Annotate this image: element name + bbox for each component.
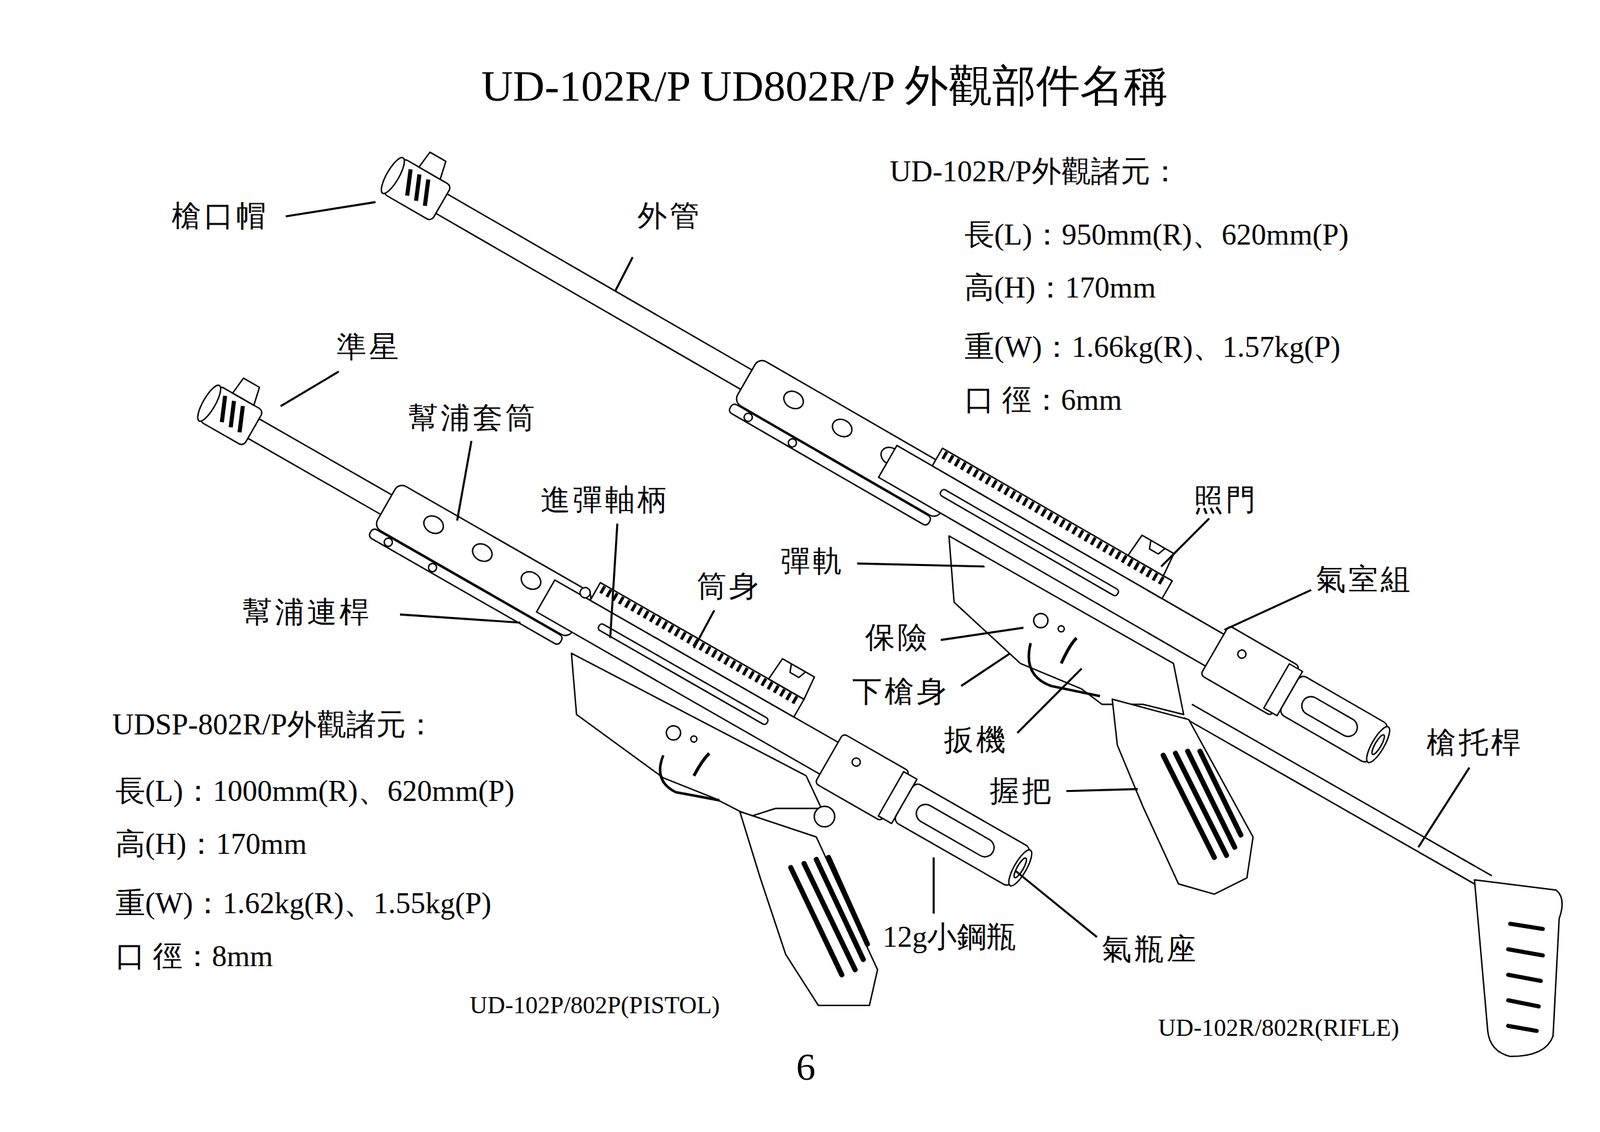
spec-text: 長(L)：950mm(R)、620mm(P) xyxy=(964,216,1349,253)
spec-text: 重(W)：1.66kg(R)、1.57kg(P) xyxy=(964,329,1341,365)
spec-text: 口 徑：6mm xyxy=(964,381,1122,418)
spec-text: 口 徑：8mm xyxy=(115,938,273,974)
spec-text: UDSP-802R/P外觀諸元： xyxy=(112,706,436,742)
part-name: 氣室組 xyxy=(1316,561,1413,597)
page-number: 6 xyxy=(796,1043,816,1090)
spec-text: 長(L)：1000mm(R)、620mm(P) xyxy=(115,772,515,809)
part-name: 扳機 xyxy=(943,721,1009,758)
leader-lines xyxy=(280,201,1470,937)
spec-text: UD-102R/P外觀諸元： xyxy=(889,153,1180,190)
part-name: 進彈軸柄 xyxy=(540,481,670,518)
part-name: 握把 xyxy=(989,772,1055,809)
part-name: 準星 xyxy=(336,329,402,365)
part-name: 照門 xyxy=(1193,481,1259,518)
rifle-upper xyxy=(369,117,1415,779)
part-name: 槍口帽 xyxy=(171,198,269,234)
rifle-lower xyxy=(949,535,1562,1057)
part-name: 幫浦連桿 xyxy=(242,594,372,630)
spec-text: 重(W)：1.62kg(R)、1.55kg(P) xyxy=(115,885,492,921)
spec-text: UD-102R/802R(RIFLE) xyxy=(1158,1012,1400,1043)
spec-text: UD-102P/802P(PISTOL) xyxy=(469,990,720,1020)
spec-text: 高(H)：170mm xyxy=(964,269,1156,306)
pistol-upper xyxy=(185,345,1058,903)
part-name: 保險 xyxy=(865,619,930,655)
part-name: 氣瓶座 xyxy=(1101,930,1199,967)
part-name: 下槍身 xyxy=(852,673,950,710)
part-name: 彈軌 xyxy=(780,543,846,579)
part-name: 外管 xyxy=(637,198,702,234)
page-title: UD-102R/P UD802R/P 外觀部件名稱 xyxy=(481,60,1168,113)
spec-text: 高(H)：170mm xyxy=(115,825,307,862)
part-name: 筒身 xyxy=(696,568,762,604)
spec-text: 12g小鋼瓶 xyxy=(882,918,1017,955)
part-name: 幫浦套筒 xyxy=(408,400,538,436)
part-name: 槍托桿 xyxy=(1426,724,1524,760)
